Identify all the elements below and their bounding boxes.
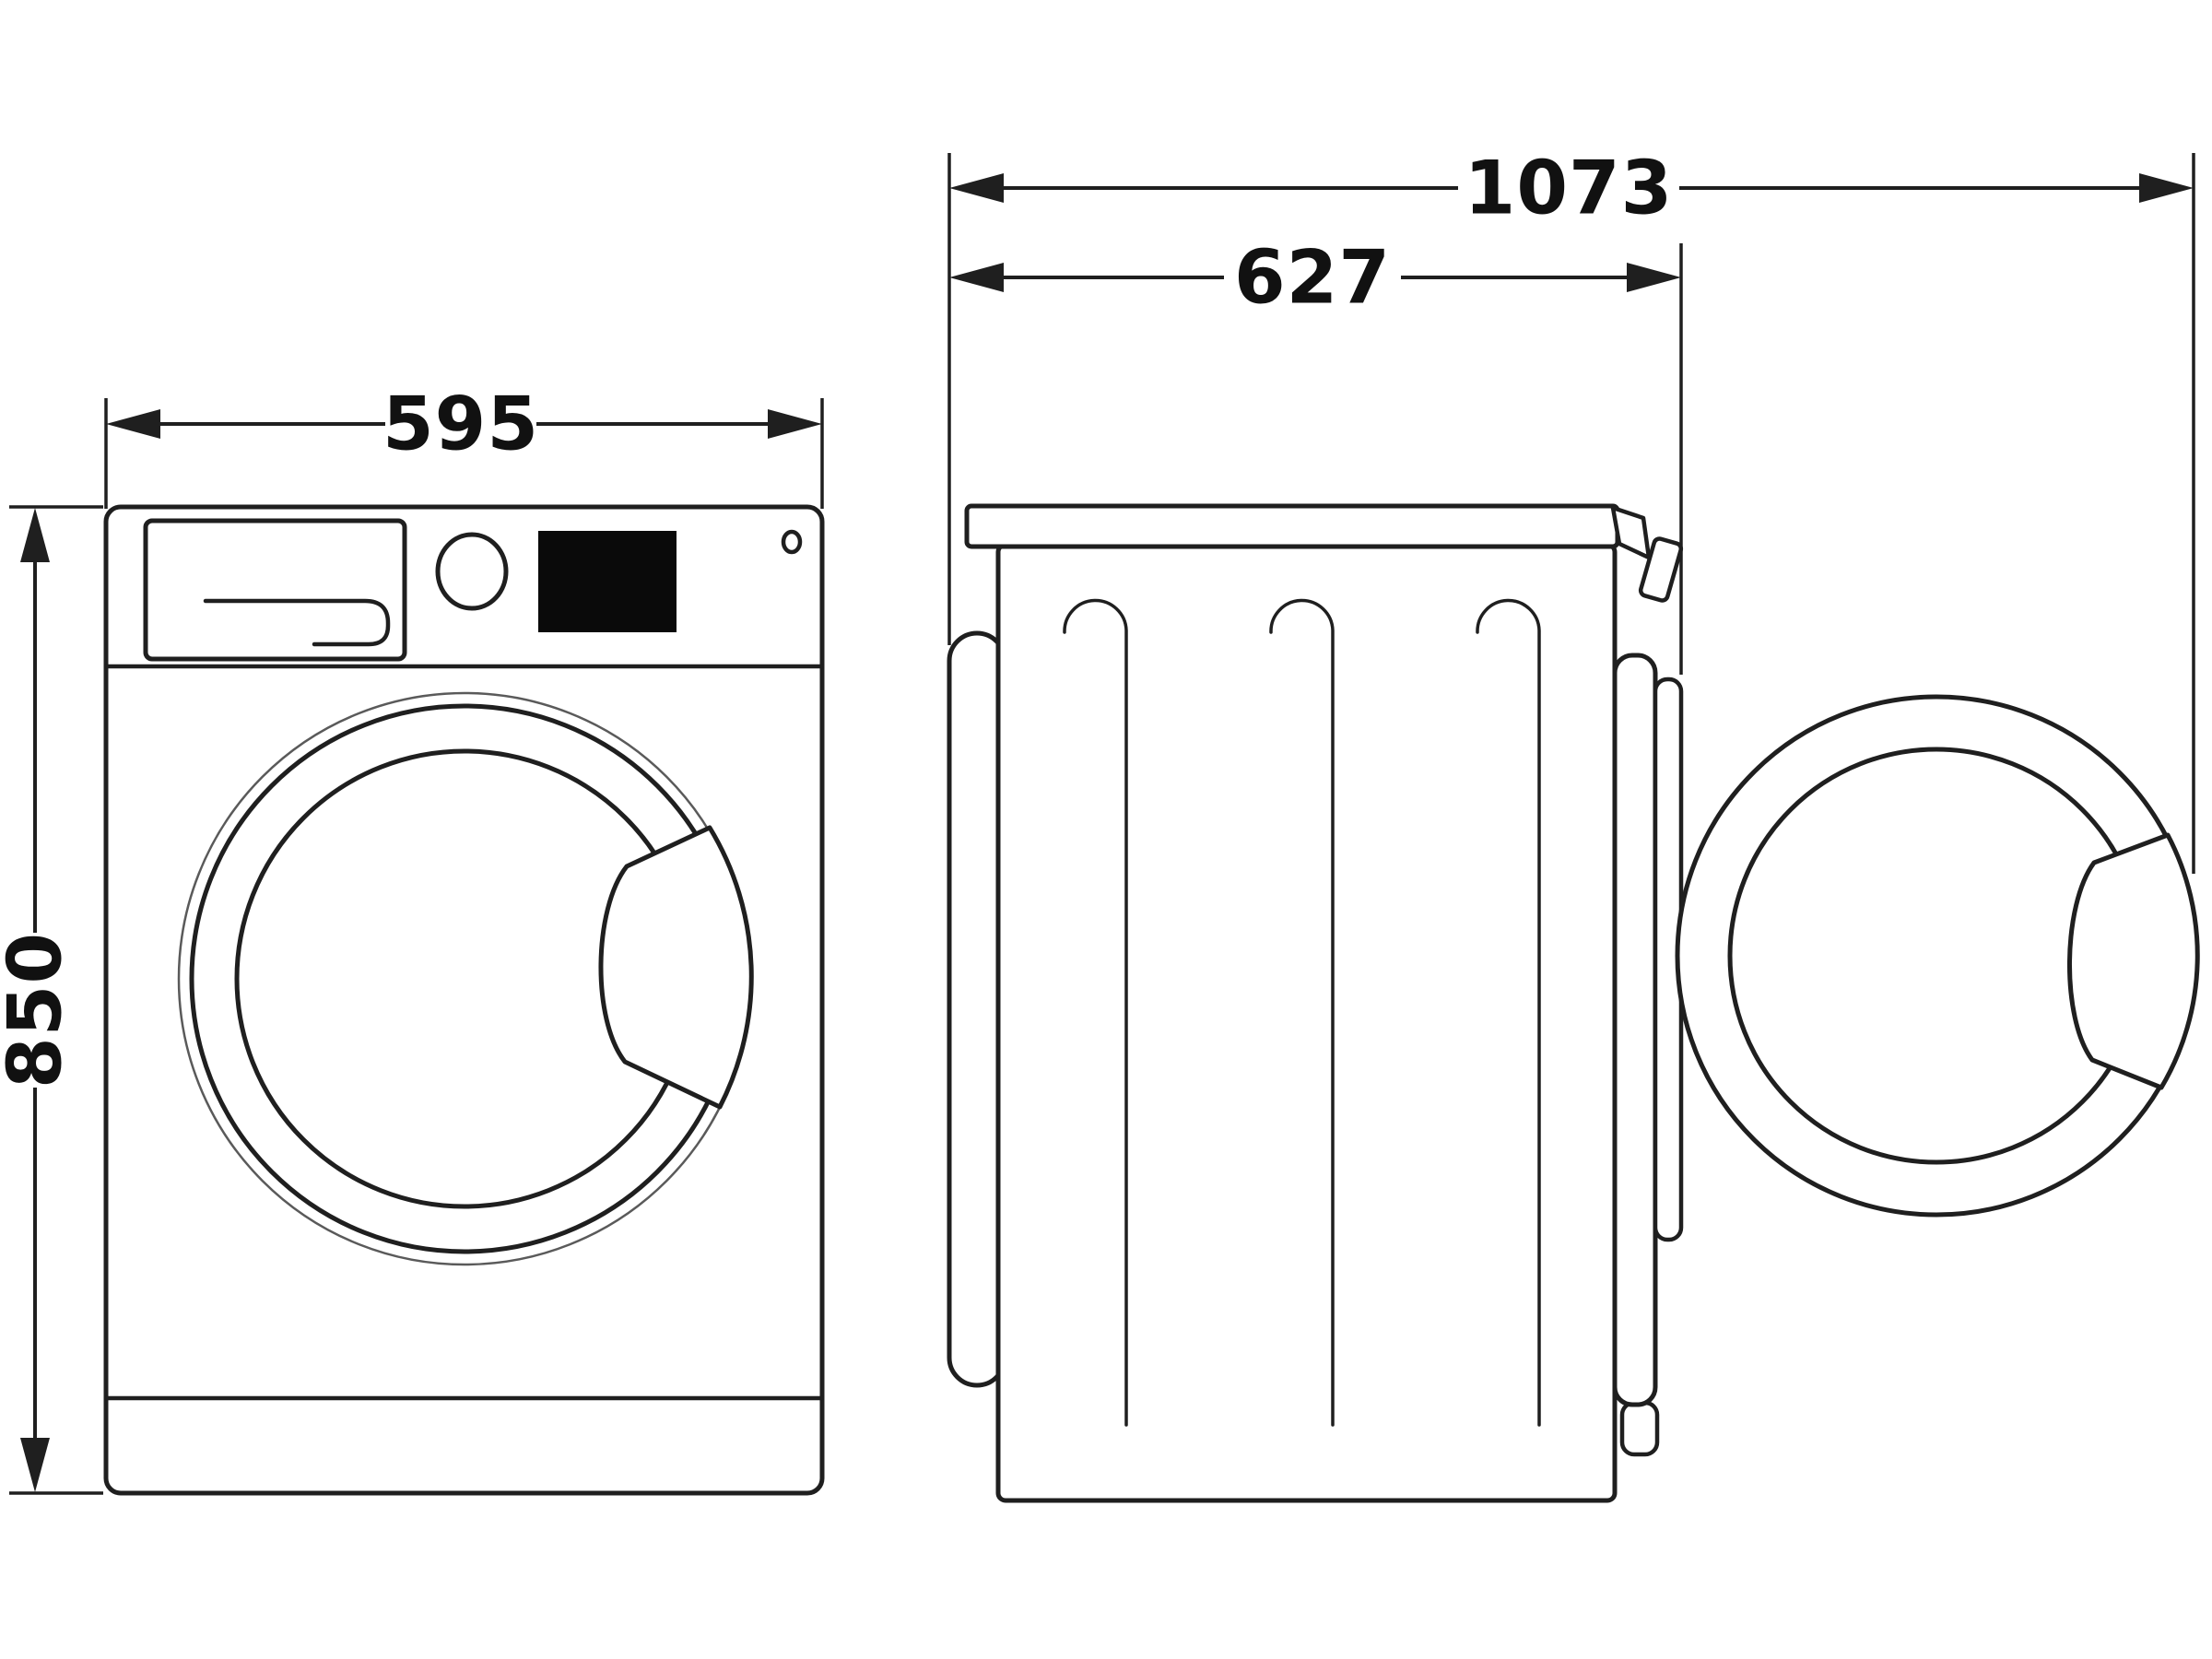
front-cabinet-outline xyxy=(103,504,825,1496)
side-view xyxy=(947,503,2200,1503)
dimension-depth-body: 627 xyxy=(949,235,1683,675)
display-panel xyxy=(538,531,677,632)
detergent-drawer-handle xyxy=(203,598,391,647)
dim-value-height: 850 xyxy=(0,932,78,1088)
side-panel-seam-1 xyxy=(1063,598,1128,1427)
arrowhead-right xyxy=(2139,173,2194,203)
side-panel-seam-3 xyxy=(1476,598,1541,1427)
arrowhead-right xyxy=(1627,263,1681,292)
side-cabinet-outline xyxy=(995,542,1618,1503)
detergent-drawer xyxy=(143,518,407,662)
dimension-depth-total: 1073 xyxy=(947,146,2195,874)
dim-value-front-width: 595 xyxy=(382,382,539,467)
power-led xyxy=(781,529,803,555)
door-hinge-block xyxy=(1638,536,1684,603)
front-view xyxy=(103,504,825,1496)
open-door xyxy=(1675,694,2200,1218)
dimension-height: 850 xyxy=(0,505,103,1495)
front-face-strip xyxy=(1612,653,1658,1407)
front-door-handle-recess xyxy=(598,825,754,1110)
front-foot xyxy=(1619,1400,1660,1457)
dimension-front-width: 595 xyxy=(104,382,824,509)
dim-value-depth-body: 627 xyxy=(1234,235,1391,321)
dim-value-depth-total: 1073 xyxy=(1465,146,1674,231)
arrowhead-left xyxy=(949,173,1004,203)
open-door-handle-recess xyxy=(2067,832,2200,1090)
arrowhead-down xyxy=(20,1438,50,1492)
side-panel-seam-2 xyxy=(1269,598,1335,1427)
arrowhead-up xyxy=(20,508,50,562)
front-door xyxy=(177,691,754,1266)
program-knob xyxy=(435,532,509,611)
arrowhead-left xyxy=(106,409,160,439)
arrowhead-left xyxy=(949,263,1004,292)
arrowhead-right xyxy=(768,409,822,439)
top-lid xyxy=(964,503,1620,549)
